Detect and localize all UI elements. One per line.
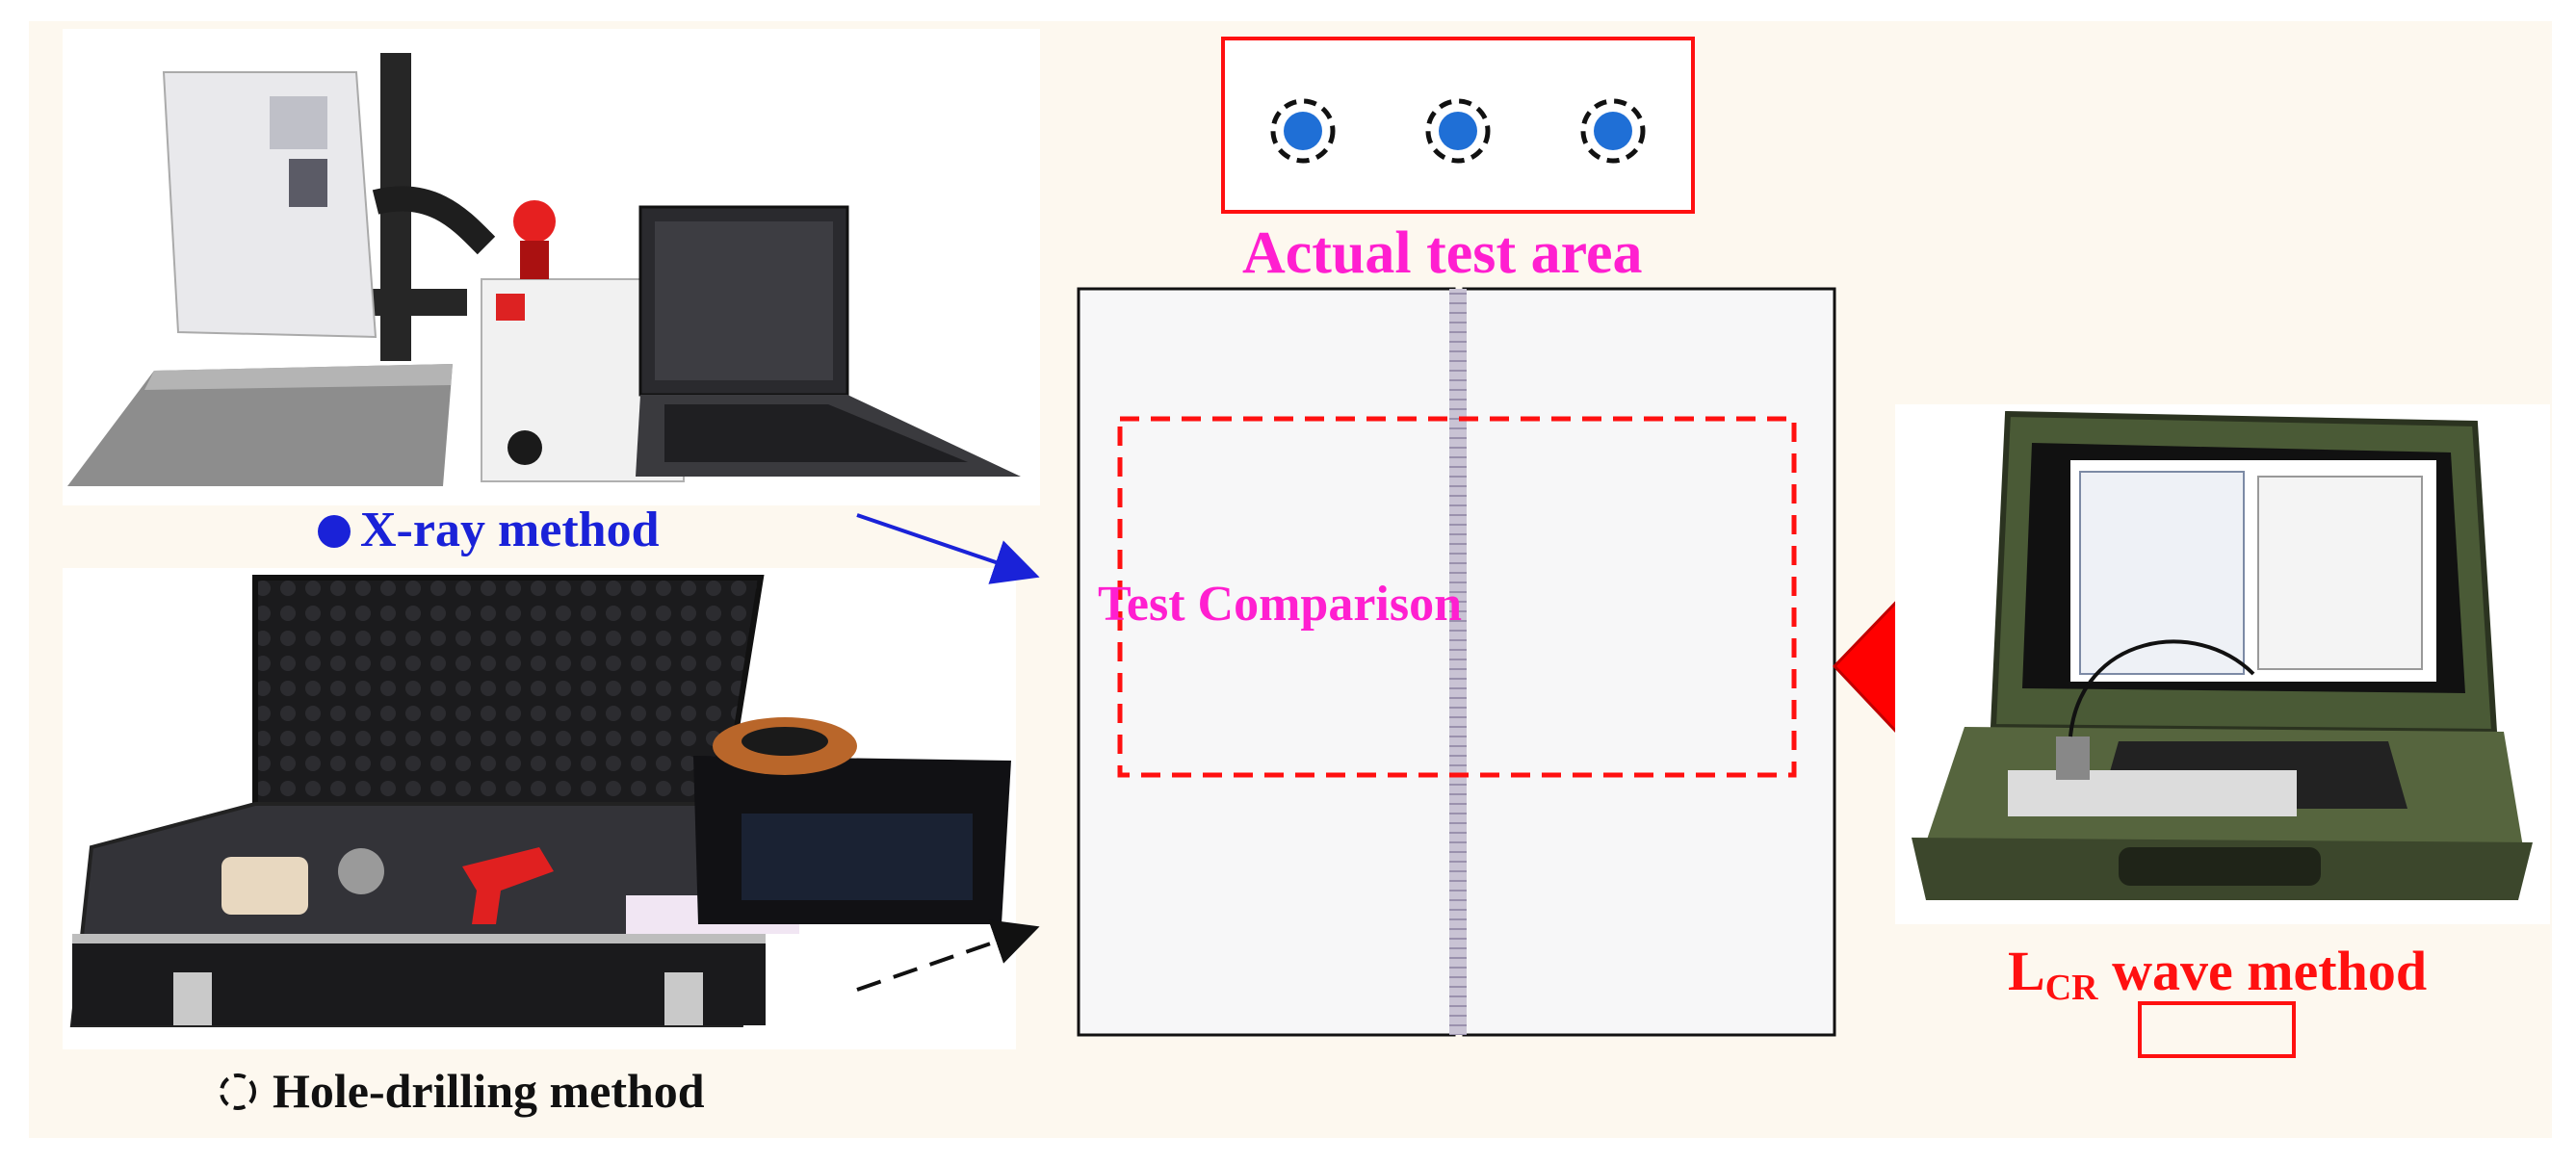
lcr-main-text: L <box>2008 940 2045 1002</box>
actual-test-area-label: Actual test area <box>1242 220 1643 286</box>
hole-drilling-method-text: Hole-drilling method <box>273 1064 705 1118</box>
lcr-wave-method-label: LCR wave method <box>2008 940 2428 1008</box>
hole-drilling-method-label: Hole-drilling method <box>217 1067 705 1115</box>
xray-method-text: X-ray method <box>360 503 660 557</box>
test-point-marker <box>1580 98 1646 164</box>
test-comparison-region <box>1117 416 1797 778</box>
dashed-circle-icon <box>220 1073 256 1110</box>
hole-drilling-equipment-photo <box>63 568 1016 1049</box>
lcr-laptop-photo <box>1895 404 2550 924</box>
test-comparison-label: Test Comparison <box>1098 577 1463 632</box>
xray-equipment-photo <box>63 29 1040 505</box>
hole-drilling-arrow <box>856 919 1040 992</box>
xray-method-label: X-ray method <box>318 505 660 556</box>
lcr-rest-text: wave method <box>2097 940 2428 1002</box>
test-point-marker <box>1270 98 1336 164</box>
lcr-legend-box <box>2138 1001 2296 1058</box>
welded-plate-specimen <box>1077 287 1836 1037</box>
test-point-marker <box>1425 98 1491 164</box>
filled-circle-icon <box>318 515 351 548</box>
lcr-subscript: CR <box>2044 968 2098 1008</box>
xray-arrow <box>856 513 1040 584</box>
weld-seam <box>1449 289 1467 1035</box>
